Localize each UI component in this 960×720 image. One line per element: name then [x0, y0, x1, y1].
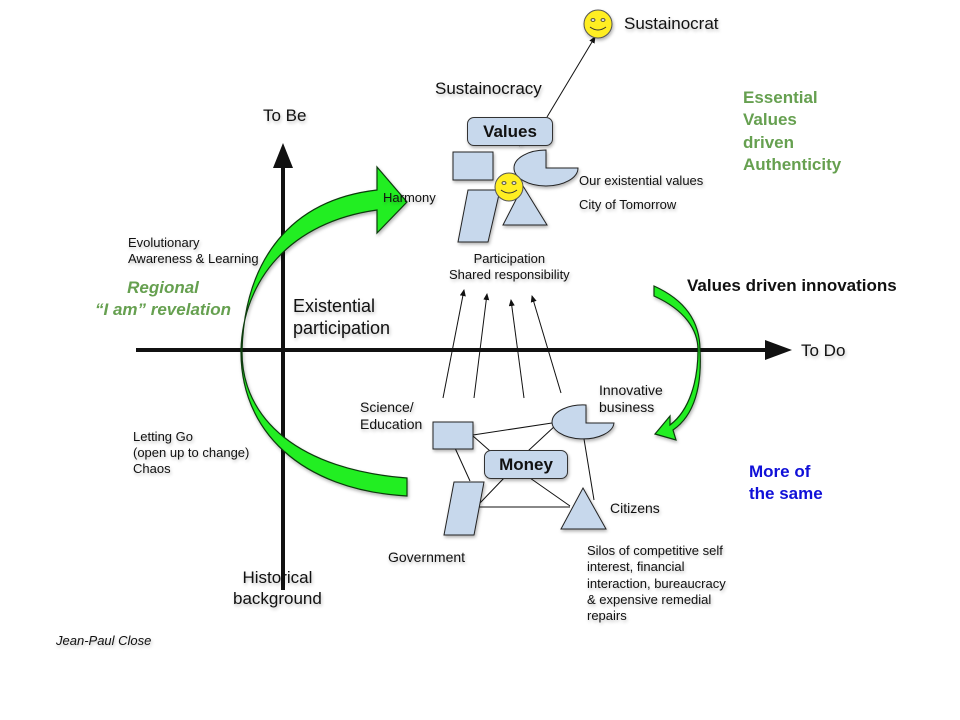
upward-arrow	[473, 293, 490, 399]
upward-arrow	[530, 295, 562, 394]
evolutionary-awareness-label: Evolutionary Awareness & Learning	[128, 235, 259, 266]
essential-values-label: Essential Values driven Authenticity	[743, 88, 842, 175]
transition-arrow-left	[240, 165, 408, 497]
upward-arrows	[442, 289, 562, 399]
silos-description: Silos of competitive self interest, fina…	[587, 543, 726, 623]
money-cluster-shapes	[432, 404, 615, 536]
business-pacman-shape	[551, 404, 615, 440]
triangle-shape-top	[502, 184, 548, 226]
citizens-label: Citizens	[610, 500, 660, 516]
existential-participation-label: Existential participation	[293, 296, 391, 338]
money-network-links	[454, 422, 595, 508]
regional-revelation-label: Regional “I am” revelation	[95, 278, 232, 320]
science-square-shape	[432, 421, 474, 450]
axis-label-to-do: To Do	[801, 341, 846, 360]
harmony-label: Harmony	[383, 190, 436, 205]
sustainocrat-smiley-icon	[583, 9, 613, 39]
money-box: Money	[484, 450, 568, 479]
axis-label-to-be: To Be	[263, 106, 307, 125]
innovative-business-label: Innovative business	[599, 382, 663, 416]
upward-arrow	[508, 299, 525, 399]
citizens-triangle-shape	[560, 486, 607, 530]
parallelogram-shape-top	[457, 189, 501, 243]
vertical-axis	[273, 143, 293, 590]
money-box-label: Money	[499, 454, 553, 474]
sustainocracy-label: Sustainocracy	[435, 79, 542, 98]
horizontal-axis-arrowhead	[765, 340, 792, 360]
participant-smiley-icon	[494, 172, 524, 202]
participation-label: Participation Shared responsibility	[449, 251, 570, 282]
existential-values-label: Our existential values	[579, 173, 704, 188]
axis-label-historical-background: Historical background	[233, 568, 322, 608]
values-driven-innovations-label: Values driven innovations	[687, 276, 897, 295]
upward-arrow	[442, 289, 466, 399]
letting-go-label: Letting Go (open up to change) Chaos	[133, 429, 250, 476]
author-credit: Jean-Paul Close	[56, 633, 152, 648]
sustainocracy-arrow	[546, 36, 596, 118]
more-of-the-same-label: More of the same	[749, 462, 823, 504]
science-education-label: Science/ Education	[360, 399, 423, 433]
horizontal-axis	[136, 340, 792, 360]
values-box: Values	[467, 117, 553, 146]
pacman-shape-top	[513, 149, 579, 187]
vertical-axis-arrowhead	[273, 143, 293, 168]
government-label: Government	[388, 549, 466, 565]
sustainocrat-label: Sustainocrat	[624, 14, 719, 33]
values-box-label: Values	[483, 121, 537, 141]
transition-arrow-right	[653, 285, 701, 441]
city-of-tomorrow-label: City of Tomorrow	[579, 197, 677, 212]
values-cluster	[452, 136, 579, 243]
government-parallelogram-shape	[443, 481, 485, 536]
square-shape-top	[452, 151, 494, 181]
